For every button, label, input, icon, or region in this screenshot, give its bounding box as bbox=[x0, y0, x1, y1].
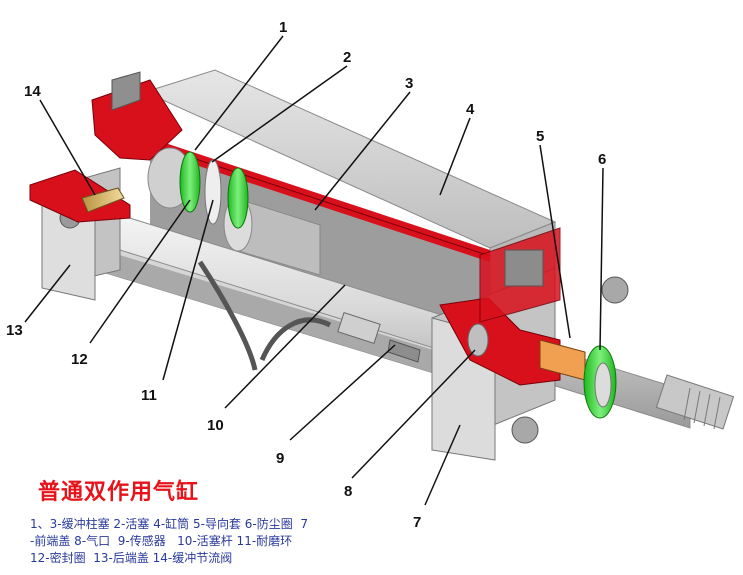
callout-13: 13 bbox=[6, 322, 23, 339]
cylinder-body bbox=[29, 69, 735, 461]
wear-ring bbox=[204, 159, 222, 225]
callout-8: 8 bbox=[344, 483, 352, 500]
callout-14: 14 bbox=[24, 83, 41, 100]
callout-6: 6 bbox=[598, 151, 606, 168]
rod-thread bbox=[655, 374, 735, 430]
front-cap-screw bbox=[511, 416, 539, 444]
front-top-slot bbox=[504, 249, 544, 287]
callout-1: 1 bbox=[279, 19, 287, 36]
legend-line-1: 1、3-缓冲柱塞 2-活塞 4-缸筒 5-导向套 6-防尘圈 7 bbox=[30, 517, 308, 531]
callout-9: 9 bbox=[276, 450, 284, 467]
legend-line-3: 12-密封圈 13-后端盖 14-缓冲节流阀 bbox=[30, 551, 233, 565]
callout-5: 5 bbox=[536, 128, 544, 145]
callout-2: 2 bbox=[343, 49, 351, 66]
callout-3: 3 bbox=[405, 75, 413, 92]
sensor-wire-2 bbox=[259, 317, 332, 362]
air-port bbox=[467, 323, 489, 357]
callout-12: 12 bbox=[71, 351, 88, 368]
rod-thread-lines bbox=[683, 387, 721, 430]
callout-10: 10 bbox=[207, 417, 224, 434]
cushion-needle bbox=[81, 187, 125, 213]
diagram-title: 普通双作用气缸 bbox=[38, 479, 200, 505]
legend-line-2: -前端盖 8-气口 9-传感器 10-活塞杆 11-耐磨环 bbox=[30, 534, 293, 548]
seal-ring-2 bbox=[227, 167, 249, 229]
parts-legend: 1、3-缓冲柱塞 2-活塞 4-缸筒 5-导向套 6-防尘圈 7 -前端盖 8-… bbox=[30, 516, 430, 567]
callout-7: 7 bbox=[413, 514, 421, 531]
sensor-slot-part bbox=[387, 339, 421, 363]
sensor-wire-1 bbox=[197, 260, 258, 371]
cushion-valve-red bbox=[29, 169, 131, 223]
lower-body-shadow bbox=[70, 240, 450, 378]
rear-cap-raised bbox=[111, 71, 141, 111]
seal-ring-12 bbox=[179, 151, 201, 213]
leader-lines bbox=[24, 35, 604, 506]
dust-seal-inner bbox=[594, 362, 612, 408]
front-cap-screw-2 bbox=[601, 276, 629, 304]
callout-11: 11 bbox=[141, 387, 157, 404]
callout-numbers: 1 2 3 4 5 6 7 8 9 10 11 12 13 14 bbox=[6, 19, 606, 531]
sensor-body bbox=[337, 311, 381, 345]
callout-4: 4 bbox=[466, 101, 475, 118]
